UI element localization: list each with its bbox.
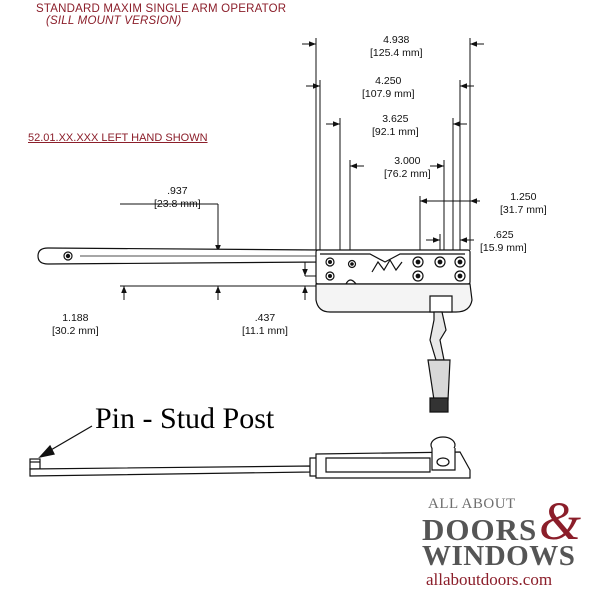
dim-4250: 4.250[107.9 mm] — [362, 75, 415, 100]
part-number-note: 52.01.XX.XXX LEFT HAND SHOWN — [28, 132, 208, 144]
dim-0437: .437[11.1 mm] — [242, 312, 288, 337]
crank-handle — [315, 283, 473, 413]
dim-3625: 3.625[92.1 mm] — [372, 113, 419, 138]
gear-housing — [315, 249, 471, 285]
dim-1188: 1.188[30.2 mm] — [52, 312, 99, 337]
dim-3000: 3.000[76.2 mm] — [384, 155, 431, 180]
logo-ampersand: & — [539, 491, 582, 551]
logo-line1: ALL ABOUT — [428, 496, 516, 512]
brand-logo: ALL ABOUT DOORS & WINDOWS allaboutdoors.… — [422, 490, 592, 598]
pin-stud-post-label: Pin - Stud Post — [95, 402, 275, 435]
dim-0625: .625[15.9 mm] — [480, 229, 527, 254]
dim-0937: .937[23.8 mm] — [154, 185, 201, 210]
diagram-title: STANDARD MAXIM SINGLE ARM OPERATOR — [36, 3, 287, 15]
dim-1250: 1.250[31.7 mm] — [500, 191, 547, 216]
extension-lines — [315, 38, 471, 262]
side-view — [29, 436, 471, 479]
logo-line3: WINDOWS — [422, 540, 576, 572]
diagram-subtitle: (SILL MOUNT VERSION) — [46, 15, 182, 27]
logo-url: allaboutdoors.com — [426, 570, 553, 589]
operator-arm — [37, 247, 361, 265]
pin-callout-arrow — [38, 425, 93, 459]
logo-line2: DOORS — [422, 512, 538, 547]
dim-4938: 4.938[125.4 mm] — [370, 34, 423, 59]
dimension-lines — [120, 41, 484, 300]
